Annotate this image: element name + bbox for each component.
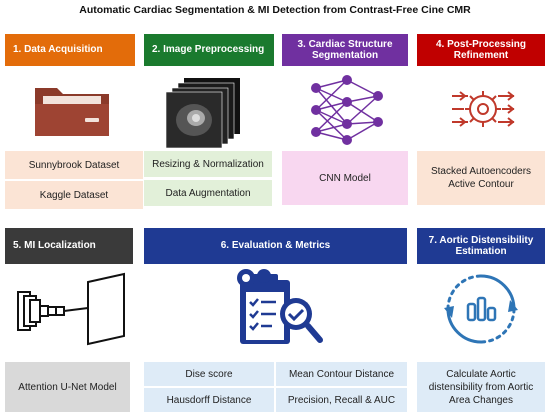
aortic-distensibility-box: Calculate Aortic distensibility from Aor… — [417, 362, 545, 412]
stage-1-header: 1. Data Acquisition — [5, 34, 135, 66]
attention-gate-icon — [17, 272, 125, 346]
stacked-autoencoders-text: Stacked Autoencoders — [430, 166, 532, 177]
stage-2-header: 2. Image Preprocessing — [144, 34, 274, 66]
resizing-normalization-box: Resizing & Normalization — [144, 151, 272, 177]
kaggle-dataset-box: Kaggle Dataset — [5, 181, 143, 209]
post-processing-box: Stacked Autoencoders Active Contour — [417, 151, 545, 205]
gear-processing-icon — [452, 91, 515, 127]
evaluation-clipboard-icon — [237, 269, 323, 344]
data-augmentation-box: Data Augmentation — [144, 180, 272, 206]
active-contour-text: Active Contour — [448, 179, 514, 190]
cycle-chart-icon — [444, 274, 518, 344]
hausdorff-distance-box: Hausdorff Distance — [144, 388, 274, 412]
mri-slices-icon — [165, 78, 240, 149]
stage-5-header: 5. MI Localization — [5, 228, 133, 264]
stage-6-header: 6. Evaluation & Metrics — [144, 228, 407, 264]
folder-icon — [35, 88, 109, 136]
neural-network-icon — [311, 75, 383, 145]
stage-3-header: 3. Cardiac Structure Segmentation — [282, 34, 408, 66]
page-title: Automatic Cardiac Segmentation & MI Dete… — [79, 4, 471, 16]
sunnybrook-dataset-box: Sunnybrook Dataset — [5, 151, 143, 179]
mean-contour-distance-box: Mean Contour Distance — [276, 362, 407, 386]
stage-7-header: 7. Aortic Distensibility Estimation — [417, 228, 545, 264]
cnn-model-box: CNN Model — [282, 151, 408, 205]
precision-recall-auc-box: Precision, Recall & AUC — [276, 388, 407, 412]
dice-score-box: Dise score — [144, 362, 274, 386]
stage-4-header: 4. Post-Processing Refinement — [417, 34, 545, 66]
attention-unet-box: Attention U-Net Model — [5, 362, 130, 412]
